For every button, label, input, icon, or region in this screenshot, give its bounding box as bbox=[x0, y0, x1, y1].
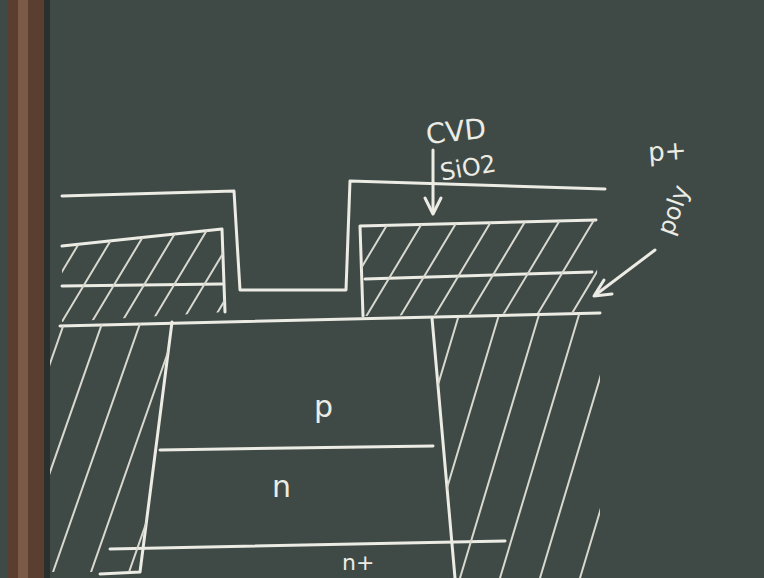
cvd-oxide-outline bbox=[62, 181, 605, 290]
hatch-line bbox=[580, 310, 660, 578]
hatch-line bbox=[500, 310, 580, 578]
hatch-line bbox=[432, 215, 495, 320]
hatch-line bbox=[30, 225, 90, 325]
hatch-line bbox=[90, 225, 150, 325]
doping-label: p+ bbox=[647, 137, 687, 166]
hatch-line bbox=[568, 215, 631, 320]
isolation-boundary bbox=[100, 322, 172, 574]
hatch-line bbox=[330, 215, 393, 320]
hatch-line bbox=[534, 215, 597, 320]
hatch-line bbox=[0, 320, 27, 575]
chalk-lines bbox=[60, 150, 655, 578]
hatch-line bbox=[14, 320, 103, 575]
region-label: n bbox=[272, 472, 291, 502]
silicon-surface bbox=[60, 313, 600, 326]
hatch-line bbox=[90, 320, 179, 575]
isolation-boundary bbox=[432, 318, 455, 578]
hatch-line bbox=[540, 310, 620, 578]
pn-junction bbox=[160, 446, 433, 450]
hatch-line bbox=[460, 310, 540, 578]
hatch-line bbox=[0, 225, 60, 325]
region-label: p bbox=[314, 392, 333, 422]
region-label: n+ bbox=[342, 552, 374, 574]
hatching bbox=[0, 215, 665, 578]
poly-layer-line bbox=[365, 272, 592, 279]
hatch-line bbox=[150, 225, 210, 325]
board-frame-highlight bbox=[18, 0, 28, 578]
poly-layer-line bbox=[62, 284, 222, 286]
leader-arrow bbox=[598, 250, 655, 293]
hatch-line bbox=[0, 320, 65, 575]
board-frame-shadow bbox=[44, 0, 50, 578]
hatch-line bbox=[398, 215, 461, 320]
hatch-line bbox=[466, 215, 529, 320]
hatch-line bbox=[166, 320, 255, 575]
arrowhead bbox=[425, 198, 441, 214]
hatch-line bbox=[180, 225, 240, 325]
arrowhead bbox=[594, 280, 612, 296]
hatch-line bbox=[60, 225, 120, 325]
hatch-line bbox=[380, 310, 460, 578]
board-frame bbox=[8, 0, 44, 578]
buried-layer-boundary bbox=[110, 541, 505, 549]
hatch-line bbox=[500, 215, 563, 320]
hatch-line bbox=[210, 225, 270, 325]
hatch-line bbox=[52, 320, 141, 575]
leader-arrow bbox=[432, 150, 435, 210]
hatch-line bbox=[420, 310, 500, 578]
hatch-line bbox=[128, 320, 217, 575]
hatch-line bbox=[364, 215, 427, 320]
hatch-line bbox=[120, 225, 180, 325]
material-label: CVD bbox=[425, 115, 488, 149]
